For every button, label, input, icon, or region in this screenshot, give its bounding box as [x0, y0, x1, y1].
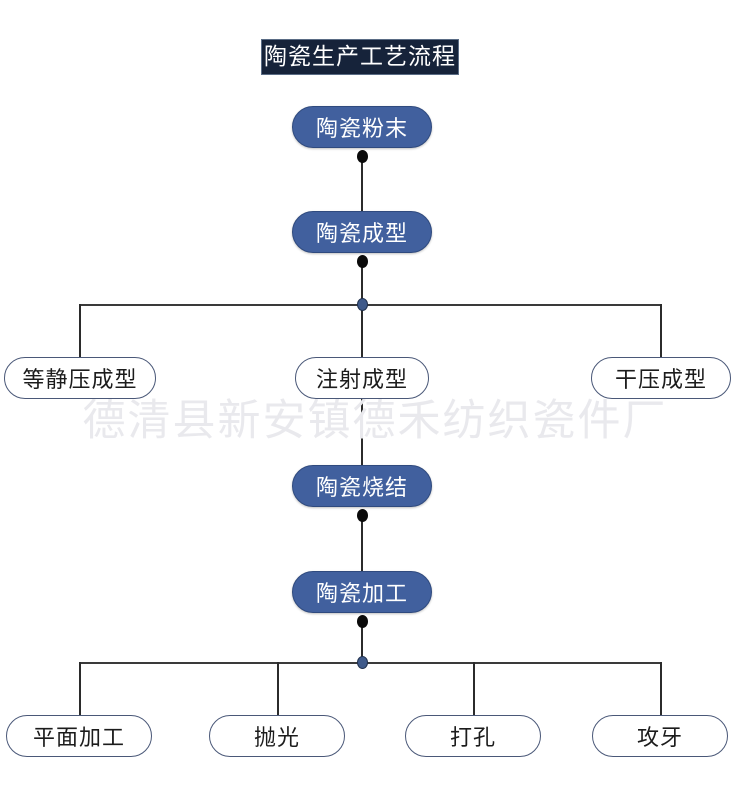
- connector-sintering-to-machining: [361, 515, 363, 571]
- node-drilling-label: 打孔: [449, 726, 496, 751]
- connector-machining-drop-2: [277, 662, 279, 716]
- node-ceramic-forming[interactable]: 陶瓷成型: [292, 211, 432, 253]
- node-polishing-label: 抛光: [253, 726, 300, 751]
- node-tapping[interactable]: 攻牙: [592, 715, 728, 757]
- diagram-title-text: 陶瓷生产工艺流程: [264, 43, 456, 70]
- node-polishing[interactable]: 抛光: [209, 715, 345, 757]
- node-ceramic-forming-label: 陶瓷成型: [315, 222, 408, 247]
- node-ceramic-powder-label: 陶瓷粉末: [315, 117, 408, 142]
- node-dry-pressing[interactable]: 干压成型: [591, 357, 731, 399]
- connector-machining-drop-1: [79, 662, 81, 716]
- node-ceramic-machining-label: 陶瓷加工: [315, 582, 408, 607]
- watermark-text: 德清县新安镇德禾纺织瓷件厂: [82, 396, 668, 446]
- node-ceramic-powder[interactable]: 陶瓷粉末: [292, 106, 432, 148]
- connector-forming-drop-3: [660, 304, 662, 358]
- connector-machining-drop-4: [660, 662, 662, 716]
- node-injection-molding[interactable]: 注射成型: [295, 357, 429, 399]
- connector-dot-sintering: [357, 509, 368, 522]
- branch-bar-machining: [79, 662, 662, 664]
- branch-bar-forming: [79, 304, 662, 306]
- connector-injection-to-sintering: [361, 399, 363, 466]
- node-ceramic-sintering-label: 陶瓷烧结: [315, 476, 408, 501]
- connector-dot-forming: [357, 255, 368, 268]
- node-injection-molding-label: 注射成型: [315, 368, 408, 393]
- node-dry-pressing-label: 干压成型: [614, 368, 707, 393]
- connector-forming-drop-1: [79, 304, 81, 358]
- connector-powder-to-forming: [361, 155, 363, 211]
- node-ceramic-machining[interactable]: 陶瓷加工: [292, 571, 432, 613]
- node-isostatic-pressing[interactable]: 等静压成型: [4, 357, 156, 399]
- junction-dot-machining: [357, 656, 368, 669]
- node-ceramic-sintering[interactable]: 陶瓷烧结: [292, 465, 432, 507]
- junction-dot-forming: [357, 298, 368, 311]
- connector-machining-drop-3: [473, 662, 475, 716]
- connector-forming-stem: [361, 261, 363, 306]
- node-surface-machining-label: 平面加工: [32, 726, 125, 751]
- node-tapping-label: 攻牙: [636, 726, 683, 751]
- connector-dot-powder: [357, 150, 368, 163]
- node-surface-machining[interactable]: 平面加工: [6, 715, 152, 757]
- connector-machining-stem: [361, 621, 363, 664]
- connector-forming-drop-2: [361, 304, 363, 358]
- connector-dot-machining: [357, 615, 368, 628]
- node-isostatic-pressing-label: 等静压成型: [22, 368, 138, 393]
- node-drilling[interactable]: 打孔: [405, 715, 541, 757]
- diagram-title: 陶瓷生产工艺流程: [261, 39, 459, 75]
